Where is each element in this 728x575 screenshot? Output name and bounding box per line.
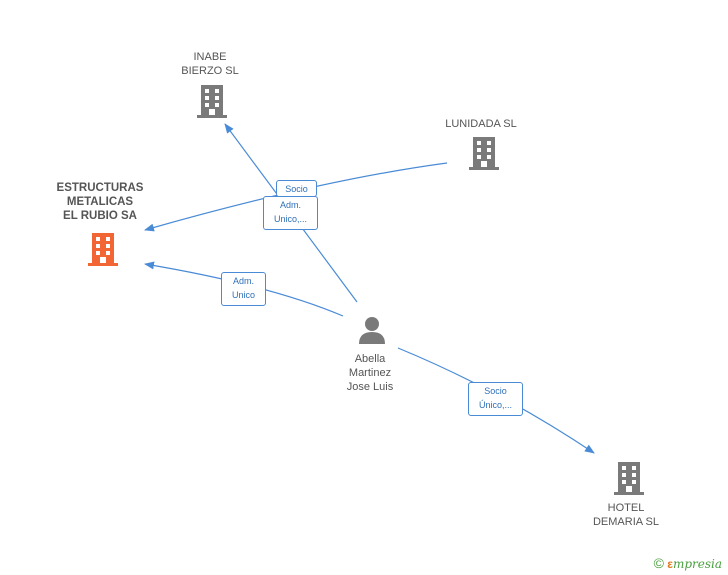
brand-name: mpresia <box>672 557 722 571</box>
building-icon-inabe[interactable] <box>197 85 227 118</box>
copyright-icon: © <box>653 555 664 571</box>
brand-logo-letter: ε <box>667 557 673 571</box>
edge-label-socio[interactable]: Socio <box>276 180 317 197</box>
building-icon-estructuras[interactable] <box>88 233 118 266</box>
footer-brand[interactable]: © εmpresia <box>654 555 722 571</box>
node-label-inabe[interactable]: INABE BIERZO SL <box>181 51 239 77</box>
building-icon-hotel[interactable] <box>614 462 644 495</box>
person-icon-abella[interactable] <box>359 317 385 344</box>
edge-label-socio-unico[interactable]: Socio Único,... <box>468 382 523 416</box>
node-label-hotel[interactable]: HOTEL DEMARIA SL <box>592 502 660 528</box>
edge-label-adm-unico-2[interactable]: Adm. Unico <box>221 272 266 306</box>
building-icon-lunidada[interactable] <box>469 137 499 170</box>
node-label-lunidada[interactable]: LUNIDADA SL <box>445 118 517 130</box>
edge-label-adm-unico-1[interactable]: Adm. Unico,... <box>263 196 318 230</box>
node-label-estructuras[interactable]: ESTRUCTURAS METALICAS EL RUBIO SA <box>56 182 144 222</box>
node-label-abella[interactable]: Abella Martinez Jose Luis <box>346 353 394 393</box>
